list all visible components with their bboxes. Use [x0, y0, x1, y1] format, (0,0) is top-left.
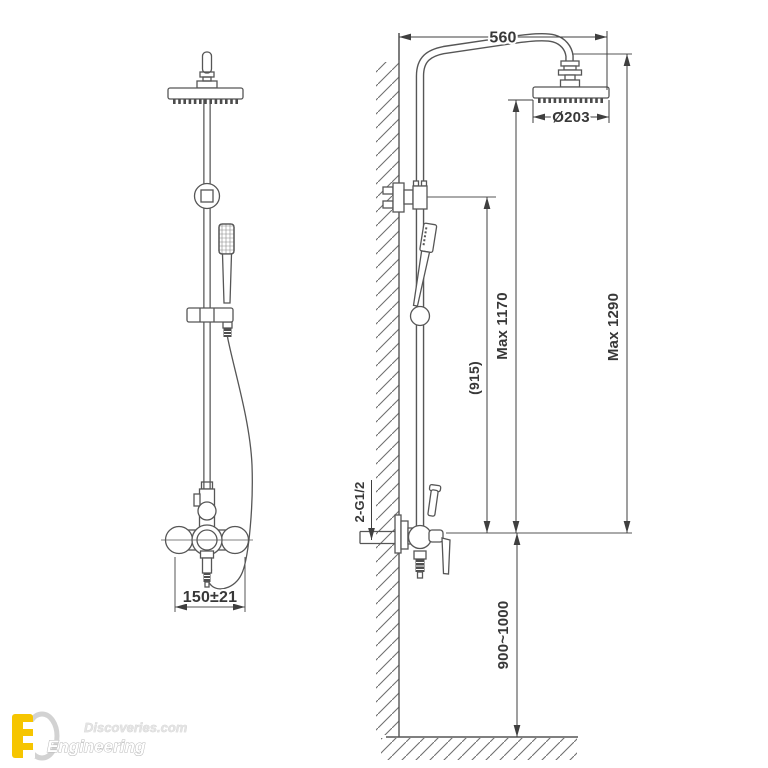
- side-mixer-valve: [394, 484, 451, 579]
- dim-riser-height: (915): [464, 197, 491, 533]
- front-hand-shower-holder: [186, 307, 234, 323]
- inlet-spacing-label: 150±21: [183, 589, 237, 606]
- front-hand-shower: [218, 223, 235, 337]
- dim-overall-max-height: Max 1290: [603, 53, 631, 533]
- dim-inlet-thread: 2-G1/2: [350, 480, 375, 540]
- handshower-max-height-label: Max 1170: [494, 292, 511, 360]
- dim-handshower-max-height: Max 1170: [492, 99, 520, 533]
- arm-reach-label: 560: [489, 30, 516, 47]
- riser-height-label: (915): [466, 361, 482, 395]
- front-hand-shower-face: [218, 223, 235, 255]
- side-wall-bracket: [382, 180, 428, 213]
- inlet-thread-label: 2-G1/2: [352, 482, 367, 523]
- overall-max-height-label: Max 1290: [605, 293, 622, 361]
- front-rain-shower-head: [167, 87, 244, 104]
- front-view: 150±21: [161, 51, 253, 612]
- dim-arm-reach: 560: [398, 28, 608, 90]
- side-diverter-lever: [427, 484, 442, 517]
- watermark-site-text: Discoveries.com: [84, 720, 188, 735]
- head-diameter-label: Ø203: [552, 109, 590, 126]
- dimension-annotations: 560 Ø203 (915) Max 1170 Max 1290 900~100…: [350, 28, 631, 737]
- floor-section: [381, 736, 578, 760]
- watermark-brand-text: Engineering: [47, 737, 146, 756]
- side-hand-shower: [412, 222, 438, 307]
- front-top-connector: [196, 51, 218, 89]
- side-handle-base: [428, 529, 444, 543]
- front-slide-knob: [193, 182, 221, 210]
- side-handle-lever: [441, 537, 451, 575]
- side-head-connector: [557, 60, 583, 88]
- side-hand-shower-face: [422, 227, 428, 248]
- dim-inlet-spacing: 150±21: [174, 557, 246, 612]
- front-mixer-valve: [161, 524, 253, 588]
- front-hose-thread: [223, 328, 232, 337]
- front-outlet-thread: [203, 573, 211, 582]
- dim-head-diameter: Ø203: [508, 99, 610, 128]
- dim-mixer-install-height: 900~1000: [493, 533, 521, 737]
- wall-section: [376, 33, 400, 737]
- side-slider-ball: [409, 305, 431, 327]
- front-diverter: [193, 481, 217, 530]
- side-riser-and-arm-pipe: [415, 33, 574, 532]
- watermark: Discoveries.com Engineering: [12, 711, 188, 761]
- front-shower-hose: [207, 336, 253, 590]
- mixer-install-height-label: 900~1000: [495, 601, 512, 670]
- side-rain-shower-head: [532, 86, 610, 103]
- watermark-logo: [12, 711, 60, 761]
